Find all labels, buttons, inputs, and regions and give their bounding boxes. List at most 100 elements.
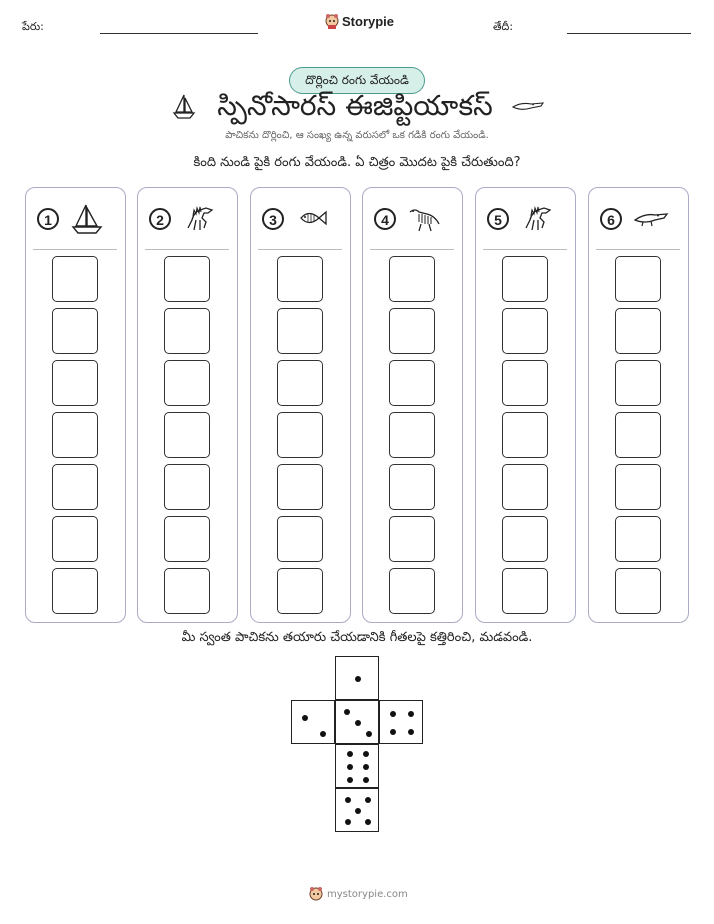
color-box[interactable] (52, 568, 98, 614)
color-box[interactable] (615, 412, 661, 458)
color-box[interactable] (389, 464, 435, 510)
color-box[interactable] (277, 308, 323, 354)
color-box[interactable] (615, 308, 661, 354)
question: కింది నుండి పైకి రంగు వేయండి. ఏ చిత్రం మ… (193, 155, 521, 170)
color-column-3: 3 (250, 187, 351, 623)
spinosaurus-icon (187, 205, 214, 231)
spinosaurus-icon (525, 205, 552, 231)
crocodile-icon (511, 102, 545, 110)
color-box[interactable] (164, 256, 210, 302)
name-field[interactable] (100, 33, 258, 34)
dice-pip (364, 797, 371, 803)
color-box[interactable] (164, 360, 210, 406)
brand-name: Storypie (342, 13, 395, 29)
column-divider (33, 249, 117, 250)
dice-face-2 (291, 700, 335, 744)
crocodile-icon (633, 213, 669, 227)
dice-pip (345, 819, 352, 825)
color-box[interactable] (502, 516, 548, 562)
color-box[interactable] (615, 568, 661, 614)
sailboat-icon (172, 94, 196, 119)
column-number: 6 (600, 208, 622, 230)
color-box[interactable] (164, 516, 210, 562)
color-box[interactable] (502, 568, 548, 614)
column-divider (596, 249, 680, 250)
color-box[interactable] (615, 360, 661, 406)
date-field[interactable] (567, 33, 691, 34)
color-box[interactable] (389, 412, 435, 458)
color-box[interactable] (52, 256, 98, 302)
color-box[interactable] (52, 516, 98, 562)
activity-badge: దొర్లించి రంగు వేయండి (289, 67, 425, 94)
color-box[interactable] (164, 464, 210, 510)
sailboat-icon (71, 204, 103, 234)
color-box[interactable] (164, 568, 210, 614)
dice-face-4 (379, 700, 423, 744)
name-label: పేరు: (22, 20, 44, 33)
subtitle: పాచికను దొర్లించి, ఆ సంఖ్య ఉన్న వరుసలో ఒ… (225, 130, 489, 141)
color-box[interactable] (52, 360, 98, 406)
dice-pip (347, 777, 354, 784)
color-box[interactable] (277, 464, 323, 510)
dice-pip (347, 750, 354, 757)
date-label: తేదీ: (493, 20, 514, 33)
color-column-4: 4 (362, 187, 463, 623)
dice-pip (390, 711, 397, 718)
color-box[interactable] (502, 412, 548, 458)
dice-pip (344, 709, 350, 715)
dice-face-5 (335, 788, 379, 832)
color-box[interactable] (52, 464, 98, 510)
brand-logo: Storypie (325, 13, 394, 29)
dice-pip (302, 714, 309, 721)
dice-pip (364, 819, 371, 825)
color-box[interactable] (277, 360, 323, 406)
color-box[interactable] (502, 464, 548, 510)
color-box[interactable] (164, 412, 210, 458)
column-number: 3 (262, 208, 284, 230)
color-column-5: 5 (475, 187, 576, 623)
dice-pip (366, 731, 372, 737)
footer-url[interactable]: mystorypie.com (327, 888, 408, 900)
color-box[interactable] (389, 360, 435, 406)
dice-pip (390, 728, 397, 735)
color-column-1: 1 (25, 187, 126, 623)
color-box[interactable] (277, 256, 323, 302)
dice-pip (362, 750, 369, 757)
column-number: 5 (487, 208, 509, 230)
color-box[interactable] (389, 568, 435, 614)
dice-pip (355, 720, 361, 726)
color-box[interactable] (277, 412, 323, 458)
cut-instruction: మీ స్వంత పాచికను తయారు చేయడానికి గీతలపై … (181, 630, 533, 645)
column-number: 4 (374, 208, 396, 230)
color-box[interactable] (502, 308, 548, 354)
storypie-mascot-icon (309, 887, 323, 901)
color-box[interactable] (615, 516, 661, 562)
dinosaur-skeleton-icon (409, 209, 440, 232)
footer: mystorypie.com (309, 886, 408, 902)
dice-pip (362, 777, 369, 784)
column-divider (370, 249, 454, 250)
dice-pip (347, 764, 354, 770)
color-box[interactable] (389, 308, 435, 354)
color-box[interactable] (389, 256, 435, 302)
color-box[interactable] (277, 516, 323, 562)
color-box[interactable] (502, 256, 548, 302)
dice-face-1 (335, 656, 379, 700)
color-box[interactable] (277, 568, 323, 614)
dice-pip (407, 728, 414, 735)
color-box[interactable] (389, 516, 435, 562)
dice-pip (319, 731, 326, 737)
column-divider (258, 249, 342, 250)
column-number: 2 (149, 208, 171, 230)
dice-pip (345, 797, 352, 803)
color-box[interactable] (52, 412, 98, 458)
dice-pip (355, 676, 361, 682)
dice-face-3 (335, 700, 379, 744)
color-box[interactable] (502, 360, 548, 406)
color-column-2: 2 (137, 187, 238, 623)
color-box[interactable] (615, 464, 661, 510)
color-box[interactable] (52, 308, 98, 354)
color-box[interactable] (615, 256, 661, 302)
color-box[interactable] (164, 308, 210, 354)
color-column-6: 6 (588, 187, 689, 623)
